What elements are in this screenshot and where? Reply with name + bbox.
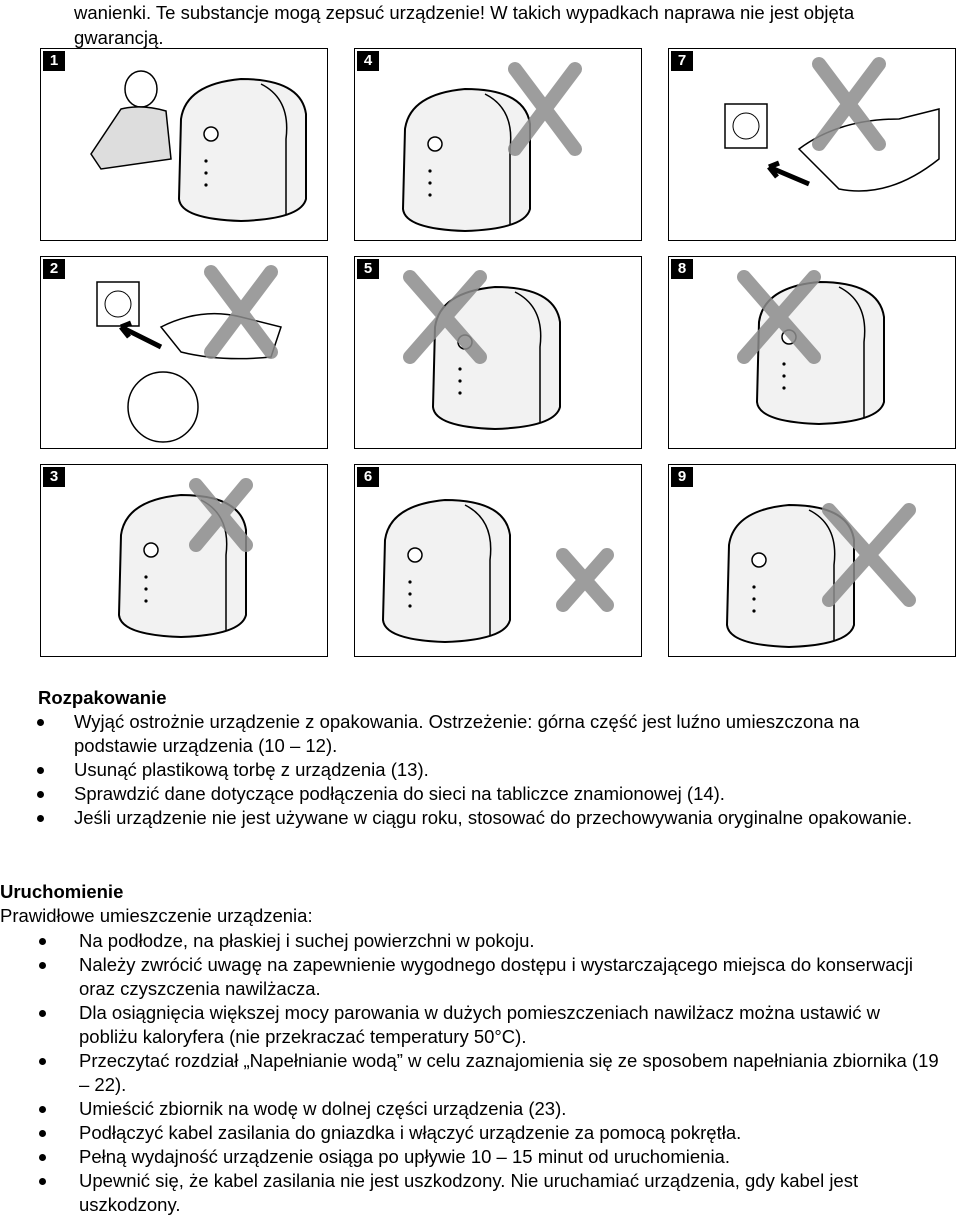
figure-panel: 8	[668, 256, 956, 449]
figure-panel: 6	[354, 464, 642, 657]
list-item: Umieścić zbiornik na wodę w dolnej częśc…	[39, 1097, 939, 1121]
figure-panel: 7	[668, 48, 956, 241]
list-item: Przeczytać rozdział „Napełnianie wodą” w…	[39, 1050, 939, 1095]
figure-number-badge: 3	[43, 467, 65, 487]
list-item: Dla osiągnięcia większej mocy parowania …	[39, 1001, 939, 1049]
figure-number-badge: 1	[43, 51, 65, 71]
heading-unpacking: Rozpakowanie	[38, 687, 167, 708]
heading-startup: Uruchomienie	[0, 881, 124, 902]
figure-panel: 3	[40, 464, 328, 657]
list-item: Pełną wydajność urządzenie osiąga po upł…	[39, 1145, 939, 1169]
unpacking-list: Wyjąć ostrożnie urządzenie z opakowania.…	[37, 710, 934, 830]
pull-plug-by-cord-illustration	[96, 265, 282, 443]
figure-number-badge: 6	[357, 467, 379, 487]
stepping-on-cord-illustration	[381, 498, 614, 644]
list-item: Wyjąć ostrożnie urządzenie z opakowania.…	[37, 710, 934, 758]
list-item: Należy zwrócić uwagę na zapewnienie wygo…	[39, 953, 939, 1001]
list-item: Podłączyć kabel zasilania do gniazdka i …	[39, 1121, 939, 1145]
figure-panel: 2	[40, 256, 328, 449]
figure-number-badge: 9	[671, 467, 693, 487]
pliers-on-device-illustration	[401, 62, 582, 233]
cord-under-door-illustration	[725, 503, 916, 649]
startup-list: Na podłodze, na płaskiej i suchej powier…	[39, 929, 939, 1217]
list-item: Upewnić się, że kabel zasilania nie jest…	[39, 1169, 939, 1217]
figure-number-badge: 2	[43, 259, 65, 279]
device-on-shelf-edge-illustration	[403, 270, 561, 431]
list-item: Usunąć plastikową torbę z urządzenia (13…	[37, 758, 934, 782]
figure-number-badge: 5	[357, 259, 379, 279]
list-item: Na podłodze, na płaskiej i suchej powier…	[39, 929, 939, 953]
list-item: Jeśli urządzenie nie jest używane w ciąg…	[37, 806, 934, 830]
child-with-device-illustration	[90, 70, 307, 223]
figure-number-badge: 8	[671, 259, 693, 279]
figure-panel: 9	[668, 464, 956, 657]
figure-panel: 4	[354, 48, 642, 241]
startup-intro: Prawidłowe umieszczenie urządzenia:	[0, 905, 313, 926]
wet-hand-plug-illustration	[724, 57, 940, 192]
figure-panel: 1	[40, 48, 328, 241]
list-item: Sprawdzić dane dotyczące podłączenia do …	[37, 782, 934, 806]
object-on-device-illustration	[737, 270, 885, 426]
figure-number-badge: 4	[357, 51, 379, 71]
figure-panel: 5	[354, 256, 642, 449]
figure-number-badge: 7	[671, 51, 693, 71]
intro-paragraph: wanienki. Te substancje mogą zepsuć urzą…	[74, 2, 855, 48]
falling-device-illustration	[117, 478, 253, 639]
